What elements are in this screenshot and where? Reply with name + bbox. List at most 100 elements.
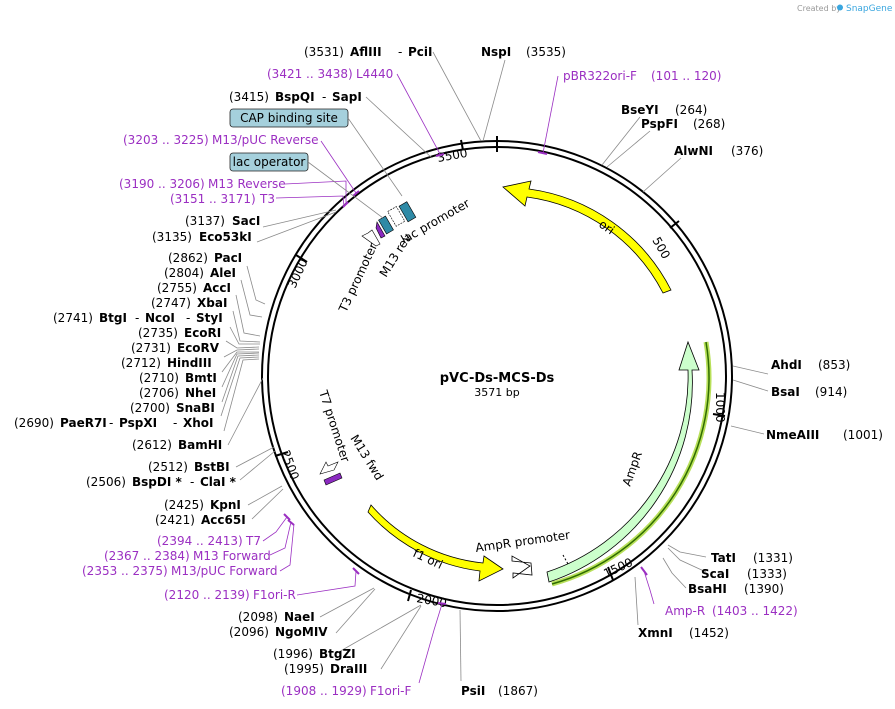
primer-m13-reverse[interactable]: (3190 .. 3206) M13 Reverse — [119, 177, 286, 191]
primer-m13-puc-reverse[interactable]: (3203 .. 3225) M13/pUC Reverse — [123, 133, 319, 147]
site-afliii-pcii[interactable]: (3531) AflIII - PciI — [304, 45, 433, 59]
site-xbai[interactable]: (2747) XbaI — [151, 296, 227, 310]
site-bmti[interactable]: (2710) BmtI — [139, 371, 217, 385]
svg-text:BseYI: BseYI — [621, 103, 659, 117]
svg-text:(3203 .. 3225): (3203 .. 3225) — [123, 133, 209, 147]
svg-text:PciI: PciI — [408, 45, 433, 59]
primer-pbr322ori-f[interactable]: pBR322ori-F (101 .. 120) — [563, 69, 721, 83]
site-alei[interactable]: (2804) AleI — [164, 266, 236, 280]
svg-text:PsiI: PsiI — [461, 684, 485, 698]
f1ori-feature[interactable] — [367, 504, 504, 582]
svg-text:(2735): (2735) — [138, 326, 178, 340]
site-saci[interactable]: (3137) SacI — [185, 214, 260, 228]
site-bstbi[interactable]: (2512) BstBI — [148, 460, 230, 474]
site-bsahi[interactable]: BsaHI (1390) — [688, 582, 784, 596]
svg-text:(1867): (1867) — [498, 684, 538, 698]
site-bseyi[interactable]: BseYI (264) — [621, 103, 707, 117]
site-pspfi[interactable]: PspFI (268) — [641, 117, 725, 131]
site-btgi-ncoi-styi[interactable]: (2741) BtgI - NcoI - StyI — [53, 311, 223, 325]
svg-text:(3535): (3535) — [526, 45, 566, 59]
primer-t7[interactable]: (2394 .. 2413) T7 — [157, 534, 261, 548]
site-bspqi-sapi[interactable]: (3415) BspQI - SapI — [229, 90, 362, 104]
m13rev-label: M13 rev — [377, 231, 415, 280]
site-ecori[interactable]: (2735) EcoRI — [138, 326, 221, 340]
tick-label-2000: 2000 — [415, 591, 448, 610]
svg-text:(2862): (2862) — [168, 251, 208, 265]
primer-amp-r[interactable]: Amp-R (1403 .. 1422) — [665, 604, 798, 618]
site-snabi[interactable]: (2700) SnaBI — [130, 401, 215, 415]
svg-text:(1908 .. 1929): (1908 .. 1929) — [281, 684, 367, 698]
svg-text:(2700): (2700) — [130, 401, 170, 415]
site-ecorv[interactable]: (2731) EcoRV — [131, 341, 220, 355]
site-acci[interactable]: (2755) AccI — [157, 281, 231, 295]
site-kpni[interactable]: (2425) KpnI — [164, 498, 241, 512]
tick-label-3500: 3500 — [436, 146, 469, 165]
m13-fwd-feature[interactable] — [323, 472, 343, 486]
site-acc65i[interactable]: (2421) Acc65I — [155, 513, 246, 527]
site-psii[interactable]: PsiI (1867) — [461, 684, 538, 698]
plasmid-name: pVC-Ds-MCS-Ds — [440, 371, 555, 386]
site-scai[interactable]: ScaI (1333) — [701, 567, 787, 581]
lac-promoter-feature[interactable] — [387, 206, 406, 227]
svg-text:T3: T3 — [259, 192, 275, 206]
primer-f1ori-r[interactable]: (2120 .. 2139) F1ori-R — [164, 588, 296, 602]
svg-text:EcoRI: EcoRI — [184, 326, 221, 340]
primer-m13-forward[interactable]: (2367 .. 2384) M13 Forward — [104, 549, 271, 563]
ampr-feature[interactable] — [546, 340, 700, 583]
svg-text:(2506): (2506) — [86, 475, 126, 489]
primer-t3[interactable]: (3151 .. 3171) T3 — [170, 192, 275, 206]
lac-operator-feature[interactable] — [378, 215, 394, 235]
svg-text:-: - — [398, 45, 402, 59]
site-bsai[interactable]: BsaI (914) — [771, 385, 847, 399]
site-ngomiv[interactable]: (2096) NgoMIV — [229, 625, 328, 639]
svg-text:AleI: AleI — [210, 266, 236, 280]
site-draiii[interactable]: (1995) DraIII — [284, 662, 367, 676]
site-nhei[interactable]: (2706) NheI — [139, 386, 216, 400]
primer-m13-puc-forward[interactable]: (2353 .. 2375) M13/pUC Forward — [82, 564, 278, 578]
svg-text:BmtI: BmtI — [185, 371, 217, 385]
site-nmeaiii[interactable]: NmeAIII (1001) — [766, 428, 883, 442]
site-hindiii[interactable]: (2712) HindIII — [121, 356, 212, 370]
svg-text:(2367 .. 2384): (2367 .. 2384) — [104, 549, 190, 563]
svg-text:(853): (853) — [818, 358, 850, 372]
ampr-promoter-feature[interactable] — [511, 555, 533, 579]
svg-text:(101 .. 120): (101 .. 120) — [651, 69, 721, 83]
cap-binding-site-feature[interactable] — [398, 201, 417, 223]
t3-promoter-feature[interactable] — [361, 229, 381, 247]
svg-text:(1333): (1333) — [747, 567, 787, 581]
site-paci[interactable]: (2862) PacI — [168, 251, 242, 265]
svg-text:BsaHI: BsaHI — [688, 582, 727, 596]
site-bamhi[interactable]: (2612) BamHI — [132, 438, 222, 452]
m13-rev-feature[interactable] — [375, 221, 386, 239]
svg-text:PspXI: PspXI — [119, 416, 157, 430]
svg-text:F1ori-F: F1ori-F — [370, 684, 411, 698]
ori-feature[interactable] — [502, 180, 672, 294]
site-tati[interactable]: TatI (1331) — [711, 551, 793, 565]
site-ahdi[interactable]: AhdI (853) — [771, 358, 850, 372]
site-eco53ki[interactable]: (3135) Eco53kI — [152, 230, 252, 244]
ruler-ticks — [274, 139, 726, 602]
svg-text:ScaI: ScaI — [701, 567, 729, 581]
primer-l4440[interactable]: (3421 .. 3438) L4440 — [267, 67, 393, 81]
svg-text:-: - — [190, 475, 194, 489]
svg-text:(2394 .. 2413): (2394 .. 2413) — [157, 534, 243, 548]
svg-text:(3135): (3135) — [152, 230, 192, 244]
svg-text:AhdI: AhdI — [771, 358, 802, 372]
svg-text:T7: T7 — [245, 534, 261, 548]
site-nspi[interactable]: NspI (3535) — [481, 45, 566, 59]
primer-f1ori-f[interactable]: (1908 .. 1929) F1ori-F — [281, 684, 411, 698]
svg-text:DraIII: DraIII — [330, 662, 367, 676]
svg-text:Amp-R: Amp-R — [665, 604, 705, 618]
site-bspdi-clai[interactable]: (2506) BspDI * - ClaI * — [86, 475, 237, 489]
site-paer7i-pspxi-xhoi[interactable]: (2690) PaeR7I - PspXI - XhoI — [14, 416, 214, 430]
svg-text:PspFI: PspFI — [641, 117, 678, 131]
site-naei[interactable]: (2098) NaeI — [238, 610, 315, 624]
t7-promoter-feature[interactable] — [319, 461, 339, 475]
site-alwni[interactable]: AlwNI (376) — [674, 144, 763, 158]
site-xmni[interactable]: XmnI (1452) — [638, 626, 729, 640]
svg-text:Acc65I: Acc65I — [201, 513, 246, 527]
site-btgzi[interactable]: (1996) BtgZI — [273, 647, 356, 661]
svg-text:(2731): (2731) — [131, 341, 171, 355]
svg-text:AflIII: AflIII — [350, 45, 382, 59]
